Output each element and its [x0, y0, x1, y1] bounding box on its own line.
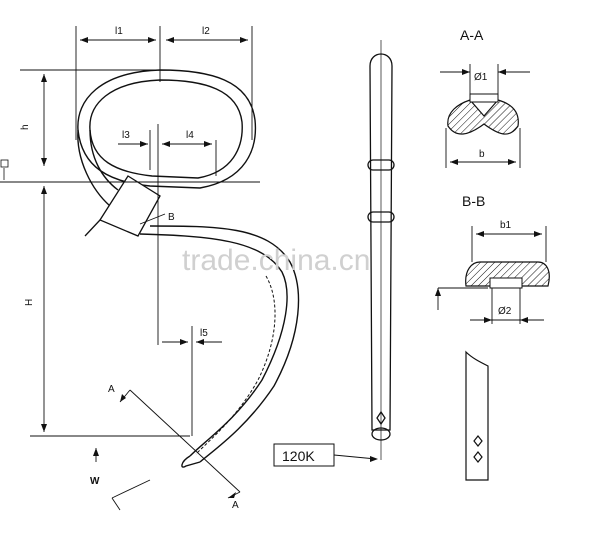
clamp-block [84, 175, 161, 237]
section-aa-b: b [479, 149, 485, 160]
section-bb: B-B b1 Ø2 [435, 193, 550, 324]
tine-outer-curve [77, 69, 257, 189]
dim-l3: l3 [122, 130, 130, 141]
section-bb-shape [465, 261, 550, 287]
dim-l5: l5 [200, 328, 208, 339]
label-W: W [90, 476, 100, 487]
label-A-bottom: A [232, 500, 239, 511]
watermark-text: trade.china.cn [182, 244, 370, 277]
section-aa-title: A-A [460, 27, 484, 43]
section-aa-shape [447, 99, 519, 135]
dim-l2: l2 [202, 26, 210, 37]
section-bb-phi: Ø2 [498, 306, 512, 317]
tine-lower-shank [139, 225, 300, 468]
tine-lower-curve [77, 129, 111, 207]
part-label-group: 120K [273, 443, 378, 467]
tine-lower-curve-inner [89, 129, 119, 191]
dim-h: h [20, 124, 31, 130]
section-aa: A-A Ø1 b [440, 27, 530, 168]
dim-l1: l1 [115, 26, 123, 37]
section-bb-title: B-B [462, 193, 485, 209]
tine-front-view [367, 40, 395, 460]
dim-H: H [24, 299, 35, 306]
edge-detail-view [465, 350, 489, 481]
shank-centerline [195, 275, 276, 455]
tine-inner-curve [89, 79, 243, 179]
tine-side-view [77, 69, 257, 207]
dim-l4: l4 [186, 130, 194, 141]
label-B: B [168, 212, 175, 223]
section-bb-b1: b1 [500, 220, 512, 231]
section-aa-phi: Ø1 [474, 72, 488, 83]
label-A-top: A [108, 384, 115, 395]
datum-box [0, 159, 9, 168]
part-label: 120K [282, 448, 315, 464]
arrowheads [41, 37, 248, 498]
